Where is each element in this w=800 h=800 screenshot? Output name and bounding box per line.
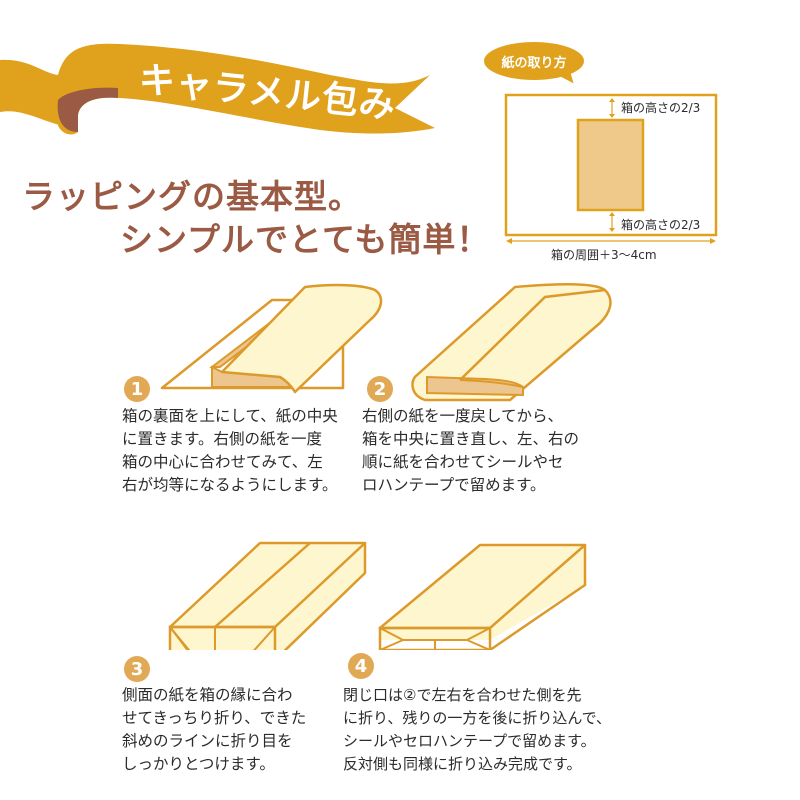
step2-text: 右側の紙を一度戻してから、 箱を中央に置き直し、左、右の 順に紙を合わせてシール… (362, 405, 579, 497)
step1-text: 箱の裏面を上にして、紙の中央 に置きます。右側の紙を一度 箱の中心に合わせてみて… (122, 405, 338, 497)
step4-line: 反対側も同様に折り込み完成です。 (343, 755, 582, 773)
step1-illustration (160, 283, 383, 394)
step2-line: ロハンテープで留めます。 (362, 476, 546, 494)
step3-text: 側面の紙を箱の縁に合わ せてきっちり折り、できた 斜めのラインに折り目を しっか… (122, 684, 306, 776)
step1-number-badge: 1 (124, 376, 150, 402)
step3-line: しっかりとつけます。 (122, 755, 275, 773)
headline-line2: シンプルでとても簡単！ (120, 220, 491, 259)
step3-number-badge: 3 (124, 656, 150, 682)
top-height-label: 箱の高さの2/3 (621, 101, 701, 115)
step4-illustration (378, 543, 587, 650)
bubble-label: 紙の取り方 (484, 42, 584, 80)
step1-line: 箱の裏面を上にして、紙の中央 (122, 407, 338, 425)
step1-line: 右が均等になるようにします。 (122, 476, 338, 494)
step1-line: 箱の中心に合わせてみて、左 (122, 453, 323, 471)
step4-line: 閉じ口は②で左右を合わせた側を先 (343, 686, 582, 704)
ribbon-banner (0, 43, 435, 135)
step2-number-badge: 2 (367, 376, 393, 402)
step2-line: 順に紙を合わせてシールやセ (362, 453, 564, 471)
step3-line: せてきっちり折り、できた (122, 709, 307, 727)
step4-text: 閉じ口は②で左右を合わせた側を先 に折り、残りの一方を後に折り込んで、 シールや… (343, 684, 611, 776)
bottom-height-label: 箱の高さの2/3 (621, 218, 701, 232)
headline-line1: ラッピングの基本型。 (22, 177, 362, 216)
paper-diagram (504, 93, 718, 244)
step4-number-badge: 4 (348, 653, 374, 679)
step3-line: 側面の紙を箱の縁に合わ (122, 686, 293, 704)
step2-line: 箱を中央に置き直し、左、右の (362, 430, 580, 448)
step3-line: 斜めのラインに折り目を (122, 732, 293, 750)
step3-illustration (168, 541, 367, 650)
step2-illustration (411, 283, 612, 402)
width-label: 箱の周囲＋3〜4cm (551, 248, 657, 262)
step1-line: に置きます。右側の紙を一度 (122, 430, 322, 448)
step4-line: に折り、残りの一方を後に折り込んで、 (343, 709, 612, 727)
step2-line: 右側の紙を一度戻してから、 (362, 407, 564, 425)
step4-line: シールやセロハンテープで留めます。 (343, 732, 596, 750)
